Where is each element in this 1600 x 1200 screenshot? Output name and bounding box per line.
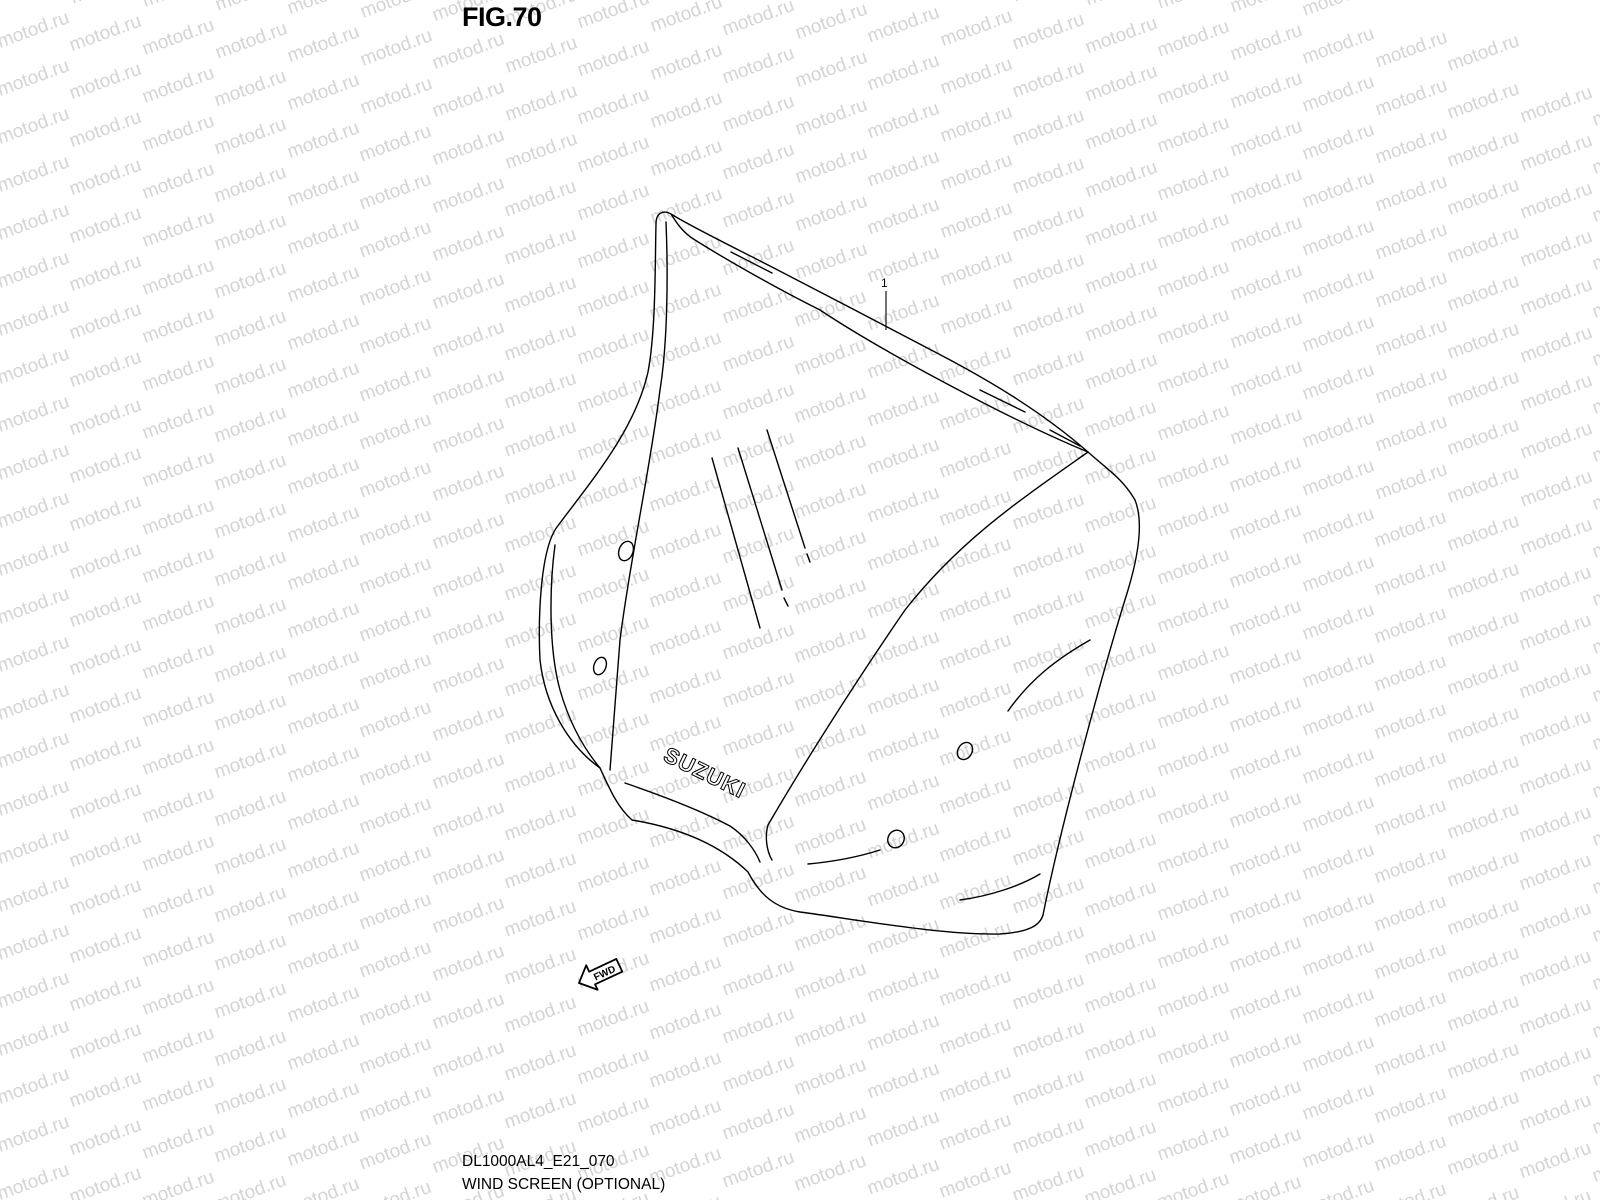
center-crease bbox=[765, 451, 1089, 861]
mounting-hole-3 bbox=[956, 741, 974, 761]
bottom-curve-left bbox=[624, 782, 761, 863]
reflection-line-1 bbox=[711, 457, 761, 629]
bottom-curve-far bbox=[959, 873, 1041, 901]
diagram-code: DL1000AL4_E21_070 bbox=[462, 1153, 615, 1170]
forward-arrow-icon: FWD bbox=[578, 958, 624, 991]
rim-mark-2 bbox=[979, 389, 1026, 413]
windscreen-left-rim bbox=[609, 221, 668, 771]
windscreen-top-rim bbox=[670, 213, 1089, 453]
bottom-curve-right bbox=[807, 849, 881, 865]
reflection-line-3b bbox=[806, 553, 811, 563]
mounting-hole-2 bbox=[592, 656, 608, 676]
figure-title: FIG.70 bbox=[462, 2, 542, 32]
reflection-line-2 bbox=[737, 447, 783, 591]
suzuki-lettering: SUZUKI bbox=[660, 742, 750, 803]
rim-mark-1 bbox=[730, 251, 773, 274]
mounting-hole-4 bbox=[887, 829, 905, 849]
windscreen bbox=[538, 211, 1141, 935]
windscreen-outline bbox=[538, 211, 1141, 935]
mounting-hole-1 bbox=[617, 540, 635, 562]
rim-mark-3 bbox=[1049, 429, 1081, 447]
reflection-line-2b bbox=[783, 597, 789, 607]
right-inner-curve bbox=[1007, 639, 1091, 712]
figure-caption: WIND SCREEN (OPTIONAL) bbox=[462, 1176, 666, 1193]
part-1-ref: 1 bbox=[881, 276, 888, 290]
windscreen-left-inner-edge bbox=[550, 544, 601, 769]
reflection-line-3 bbox=[766, 429, 806, 549]
